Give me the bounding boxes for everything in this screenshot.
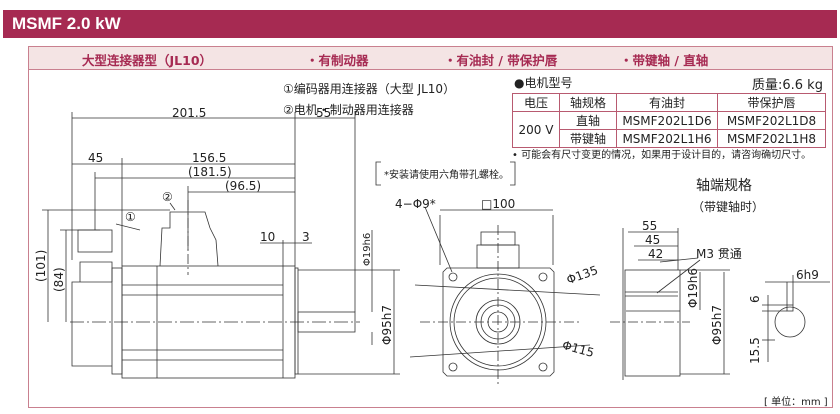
dim-201-5: 201.5 xyxy=(172,106,207,120)
shaft-dim-42: 42 xyxy=(648,247,664,261)
shaft-dim-phi19h6: Φ19h6 xyxy=(686,268,700,308)
shaft-dim-45: 45 xyxy=(645,233,661,247)
dim-55: 55 xyxy=(316,106,332,120)
table-note: • 可能会有尺寸变更的情况，如果用于设计目的，请咨询确切尺寸。 xyxy=(512,150,812,161)
dim-101: (101) xyxy=(34,249,48,282)
legend-encoder-connector: ①编码器用连接器（大型 JL10） xyxy=(283,82,456,96)
page-title: MSMF 2.0 kW xyxy=(12,14,121,33)
model-cell: MSMF202L1H8 xyxy=(717,129,826,148)
callout-2: ② xyxy=(162,190,173,204)
shaft-dim-phi95h7: Φ95h7 xyxy=(710,305,724,345)
key-dim-15-5: 15.5 xyxy=(748,337,762,364)
dim-84: (84) xyxy=(52,267,66,292)
dim-181-5: (181.5) xyxy=(188,165,232,179)
key-width: 6h9 xyxy=(796,268,819,282)
shaft-spec-subtitle: （带键轴时） xyxy=(692,200,765,214)
connector-type: 大型连接器型（JL10） xyxy=(82,53,213,68)
model-cell: MSMF202L1H6 xyxy=(616,129,718,148)
table-row: 带键轴 MSMF202L1H6 MSMF202L1H8 xyxy=(513,129,826,148)
dim-96-5: (96.5) xyxy=(225,179,262,193)
dim-10: 10 xyxy=(260,230,276,244)
callout-1: ① xyxy=(125,210,136,224)
shaft-m3-through: M3 贯通 xyxy=(696,247,742,261)
mass: 质量:6.6 kg xyxy=(752,78,823,93)
shaft-dim-55: 55 xyxy=(642,219,658,233)
dim-3: 3 xyxy=(302,230,310,244)
dim-phi19h6: Φ19h6 xyxy=(362,232,373,266)
dim-square-100: □100 xyxy=(481,197,516,211)
voltage-cell: 200 V xyxy=(512,111,560,148)
shaft-option: ・带键轴 / 直轴 xyxy=(620,53,709,68)
title-bar xyxy=(3,10,837,38)
header-cell: 带保护唇 xyxy=(717,93,826,112)
shaft-cell: 带键轴 xyxy=(559,129,617,148)
dim-holes: 4−Φ9* xyxy=(395,197,436,211)
model-cell: MSMF202L1D8 xyxy=(717,111,826,130)
brake-option: ・有制动器 xyxy=(306,53,369,68)
key-depth-6: 6 xyxy=(748,295,762,303)
dim-156-5: 156.5 xyxy=(192,151,227,165)
header-cell: 有油封 xyxy=(616,93,718,112)
dim-45: 45 xyxy=(88,151,104,165)
shaft-spec-title: 轴端规格 xyxy=(696,178,752,194)
unit-label: [ 单位：mm ] xyxy=(764,397,828,408)
mount-note: *安装请使用六角带孔螺栓。 xyxy=(384,170,509,181)
table-row: 200 V 直轴 MSMF202L1D6 MSMF202L1D8 xyxy=(512,111,826,148)
subheader-bar xyxy=(28,46,833,70)
model-table: 电压 轴规格 有油封 带保护唇 200 V 直轴 MSMF202L1D6 MSM… xyxy=(512,93,826,148)
legend-motor-connector: ②电机・制动器用连接器 xyxy=(283,103,414,117)
seal-option: ・有油封 / 带保护唇 xyxy=(444,53,558,68)
model-label: ●电机型号 xyxy=(514,76,573,90)
dim-phi95h7: Φ95h7 xyxy=(380,305,394,345)
